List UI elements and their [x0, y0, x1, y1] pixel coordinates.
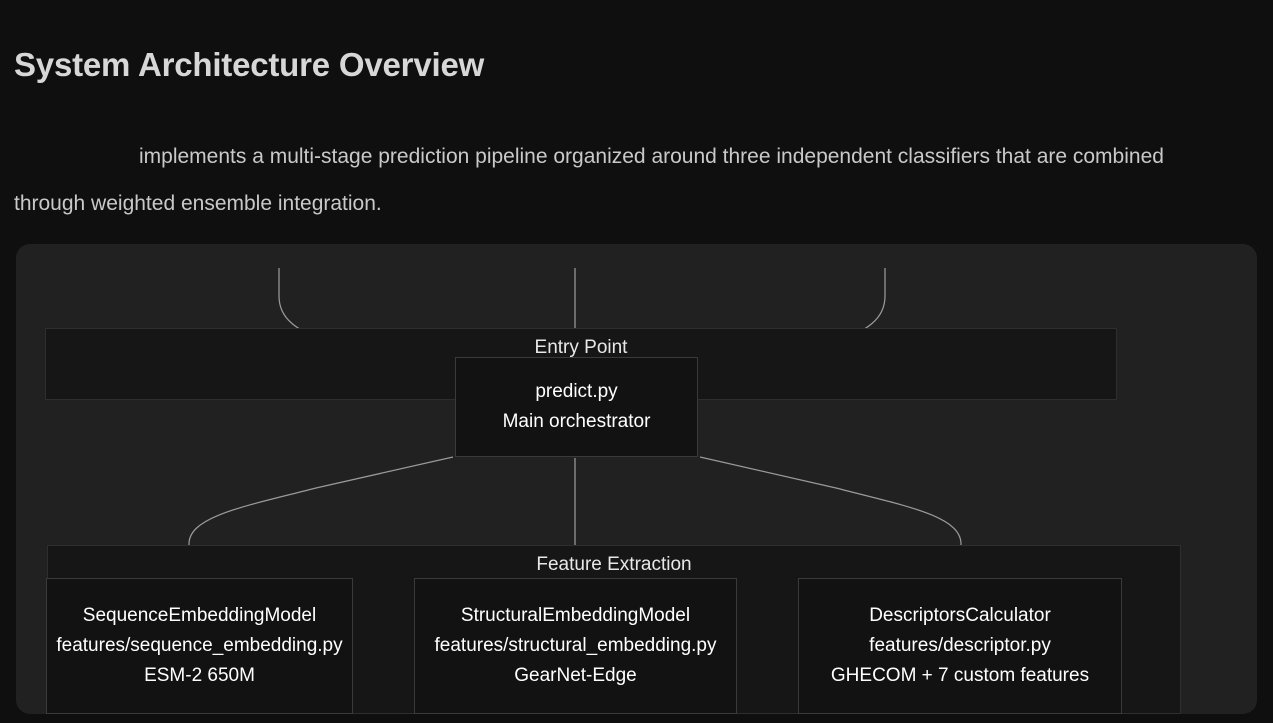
node-descriptors-calculator-line1: DescriptorsCalculator	[869, 605, 1051, 626]
node-sequence-embedding-model[interactable]: SequenceEmbeddingModel features/sequence…	[46, 578, 353, 714]
paragraph-text: implements a multi-stage prediction pipe…	[14, 145, 1164, 215]
node-predict-py[interactable]: predict.py Main orchestrator	[455, 357, 698, 457]
node-descriptors-calculator-line2: features/descriptor.py	[869, 635, 1051, 656]
node-sequence-embedding-model-line1: SequenceEmbeddingModel	[82, 605, 317, 626]
node-predict-py-line2: Main orchestrator	[502, 411, 651, 432]
node-structural-embedding-model[interactable]: StructuralEmbeddingModel features/struct…	[414, 578, 737, 714]
node-predict-py-line1: predict.py	[535, 381, 618, 402]
node-structural-embedding-model-line3: GearNet-Edge	[514, 665, 637, 686]
cluster-entry-point-title: Entry Point	[534, 337, 628, 358]
diagram-canvas: Entry Point Feature Extraction predict.p…	[16, 244, 1257, 714]
page-title: System Architecture Overview	[14, 46, 485, 84]
node-sequence-embedding-model-line3: ESM-2 650M	[144, 665, 255, 686]
node-structural-embedding-model-line1: StructuralEmbeddingModel	[460, 605, 691, 626]
node-structural-embedding-model-line2: features/structural_embedding.py	[434, 635, 717, 656]
cluster-feature-extraction-title: Feature Extraction	[536, 554, 692, 575]
node-sequence-embedding-model-line2: features/sequence_embedding.py	[56, 635, 343, 656]
node-descriptors-calculator-line3: GHECOM + 7 custom features	[830, 665, 1090, 686]
architecture-diagram[interactable]: Entry Point Feature Extraction predict.p…	[16, 244, 1257, 714]
node-descriptors-calculator[interactable]: DescriptorsCalculator features/descripto…	[798, 578, 1122, 714]
intro-paragraph: implements a multi-stage prediction pipe…	[14, 133, 1194, 227]
